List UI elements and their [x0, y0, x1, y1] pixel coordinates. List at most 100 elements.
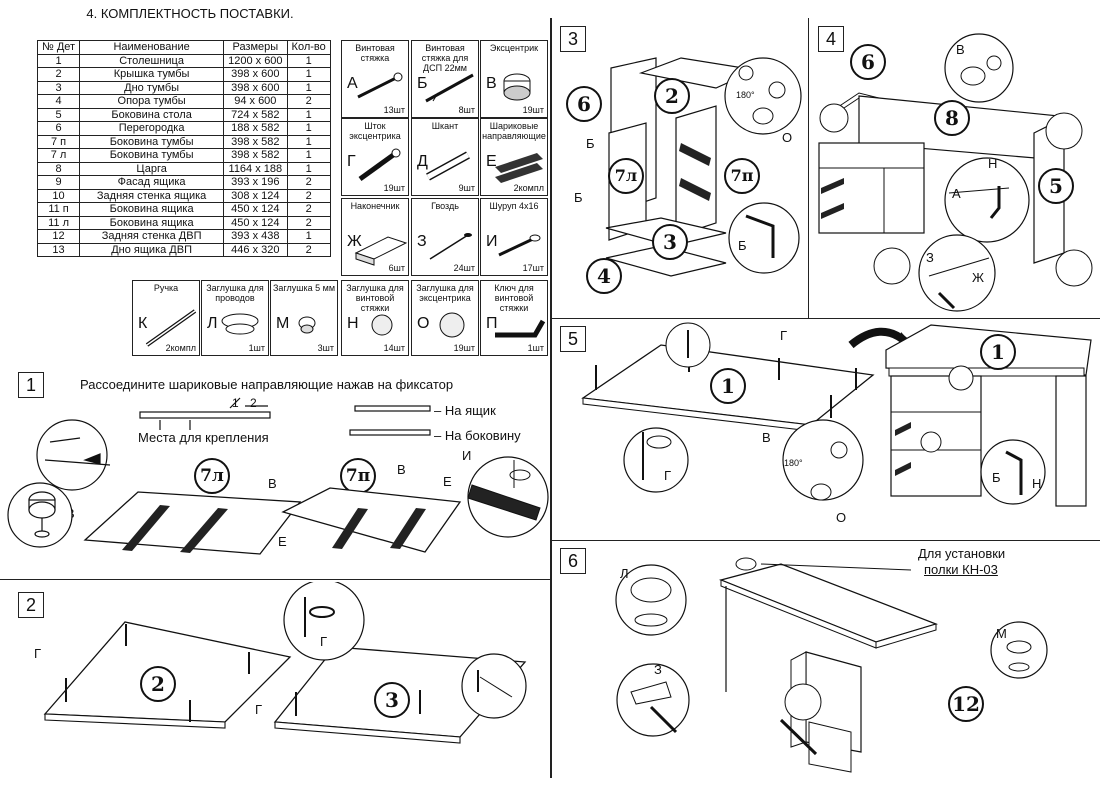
step-5-illustration	[581, 322, 1092, 507]
part-size: 450 х 124	[223, 215, 288, 230]
part-number: 7 л	[36, 148, 81, 163]
step-3-number: 3	[560, 26, 586, 52]
hardware-name: Ключ для винтовой стяжки	[494, 283, 534, 313]
hardware-name: Гвоздь	[431, 201, 459, 211]
part-number: 10	[36, 188, 81, 203]
step-5-part-1-installed: 1	[980, 334, 1016, 370]
part-number: 11 л	[36, 215, 81, 230]
part-number: 5	[36, 107, 81, 122]
step-2-part-2: 2	[140, 666, 176, 702]
step-1-to-side: – На боковину	[434, 428, 521, 443]
hardware-qty: 9шт	[458, 183, 475, 193]
part-size: 393 х 196	[223, 175, 288, 190]
col-header-number: № Дет	[36, 40, 81, 55]
hardware-name: Шариковые направляющие	[482, 121, 546, 141]
step-6-number: 6	[560, 548, 586, 574]
part-size: 308 х 124	[223, 188, 288, 203]
part-name: Крышка тумбы	[79, 67, 225, 82]
part-name: Боковина ящика	[79, 215, 225, 230]
part-qty: 2	[286, 242, 331, 257]
hardware-letter: К	[138, 315, 148, 332]
part-name: Столешница	[79, 53, 225, 68]
part-number: 11 п	[36, 202, 81, 217]
step-4-label-a: А	[952, 186, 961, 201]
step-1-part-7l: 7л	[194, 458, 230, 494]
part-qty: 2	[286, 94, 331, 109]
step-1-instruction: Рассоедините шариковые направляющие нажа…	[80, 377, 454, 392]
step-1-to-drawer: – На ящик	[434, 403, 496, 418]
step-3-part-7l: 7л	[608, 158, 644, 194]
nail-icon	[429, 233, 472, 260]
step-3-label-b-zoom: Б	[738, 238, 747, 253]
hardware-letter: Ж	[347, 233, 362, 250]
cap-icon	[371, 314, 393, 336]
step-5-label-g-top: Г	[780, 328, 788, 343]
section-title: 4. КОМПЛЕКТНОСТЬ ПОСТАВКИ.	[86, 6, 294, 21]
step-1-label-v-right: В	[397, 462, 406, 477]
screw-tie-icon	[357, 72, 403, 99]
hardware-qty: 17шт	[522, 263, 544, 273]
col-header-size: Размеры	[223, 40, 288, 55]
part-name: Дно тумбы	[79, 80, 225, 95]
step-1-label-v-mid: В	[268, 476, 277, 491]
hardware-letter: Н	[347, 315, 359, 332]
part-number: 3	[36, 80, 81, 95]
step-5-part-1-loose: 1	[710, 368, 746, 404]
part-number: 12	[36, 229, 81, 244]
hardware-name: Шкант	[431, 121, 459, 131]
part-qty: 2	[286, 202, 331, 217]
step-4-part-8: 8	[934, 100, 970, 136]
step-3-label-o: О	[782, 130, 793, 145]
part-number: 9	[36, 175, 81, 190]
hardware-name: Винтовая стяжка	[355, 43, 395, 63]
hardware-letter: Е	[486, 153, 497, 170]
part-size: 94 х 600	[223, 94, 288, 109]
plug-icon	[298, 316, 316, 334]
part-size: 1164 х 188	[223, 161, 288, 176]
step-2-label-g-mid: Г	[255, 702, 263, 717]
step-3-angle: 180°	[736, 90, 755, 100]
step-4-part-5: 5	[1038, 168, 1074, 204]
col-header-qty: Кол-во	[286, 40, 331, 55]
step-6-label-m: М	[996, 626, 1007, 641]
hardware-qty: 19шт	[453, 343, 475, 353]
part-name: Боковина тумбы	[79, 148, 225, 163]
divider-horizontal-left	[0, 579, 551, 581]
hardware-name: Шуруп 4х16	[489, 201, 539, 211]
part-size: 398 х 582	[223, 134, 288, 149]
hardware-letter: Б	[417, 75, 428, 92]
hardware-letter: О	[417, 315, 430, 332]
hardware-qty: 1шт	[248, 343, 265, 353]
hardware-qty: 1шт	[527, 343, 544, 353]
part-qty: 1	[286, 107, 331, 122]
divider-horizontal-right-2	[551, 540, 1100, 542]
wood-screw-icon	[498, 234, 541, 257]
part-size: 398 х 600	[223, 67, 288, 82]
hardware-letter: З	[417, 233, 427, 250]
part-name: Боковина стола	[79, 107, 225, 122]
hardware-qty: 8шт	[458, 105, 475, 115]
step-5-label-v: В	[762, 430, 771, 445]
part-size: 446 х 320	[223, 242, 288, 257]
hardware-qty: 24шт	[453, 263, 475, 273]
hardware-name: Ручка	[153, 283, 179, 293]
part-qty: 1	[286, 121, 331, 136]
step-6-label-l: Л	[620, 566, 629, 581]
step-5-label-n: Н	[1032, 476, 1042, 491]
step-2-illustration	[43, 582, 527, 744]
ball-slide-icon	[495, 153, 543, 183]
hardware-qty: 19шт	[522, 105, 544, 115]
part-name: Царга	[79, 161, 225, 176]
part-name: Фасад ящика	[79, 175, 225, 190]
